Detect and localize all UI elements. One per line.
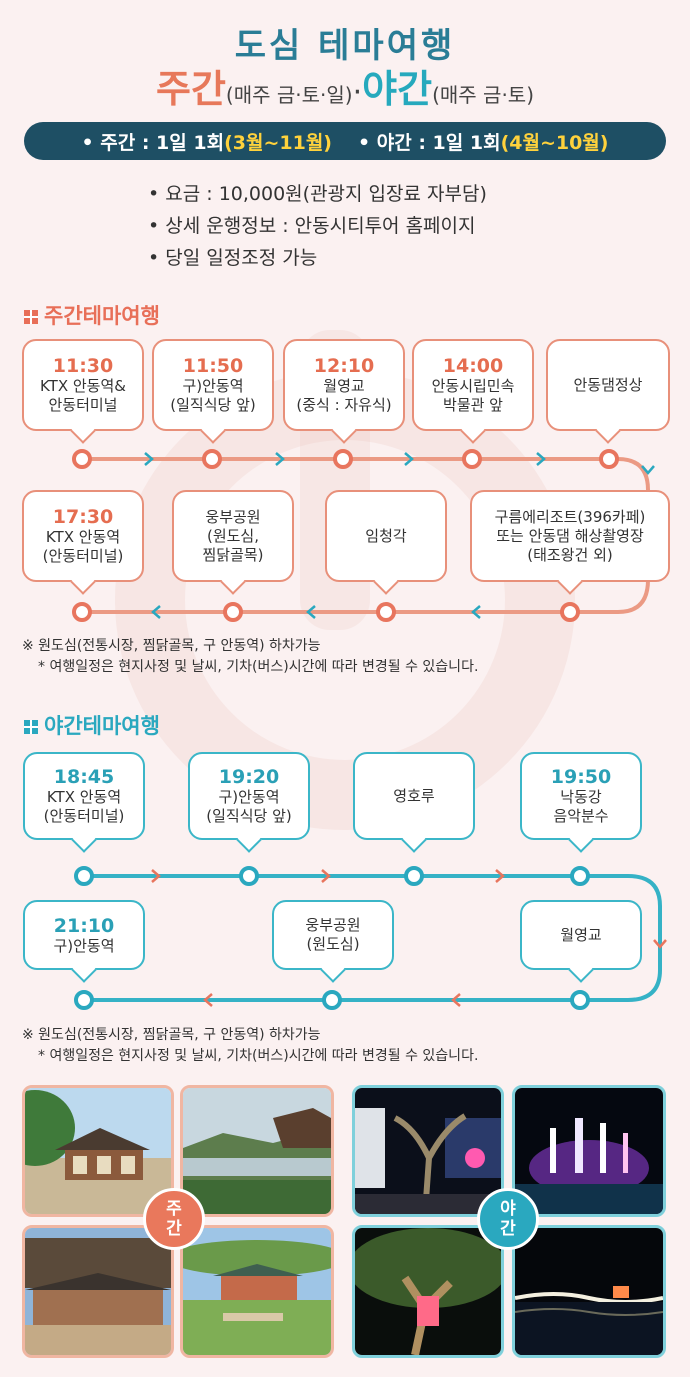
day-stop-dot [599,449,619,469]
day-stop-dot [560,602,580,622]
info-details: 상세 운행정보 : 안동시티투어 홈페이지 [148,210,487,242]
night-stop-dot [570,866,590,886]
night-stop-1: 18:45 KTX 안동역 (안동터미널) [23,752,145,840]
day-badge: 주간 [143,1188,205,1250]
info-adjust: 당일 일정조정 가능 [148,242,487,274]
day-stop-dot [223,602,243,622]
night-stop-2: 19:20 구)안동역 (일직식당 앞) [188,752,310,840]
day-arrow-6 [471,605,481,619]
day-stop-2: 11:50 구)안동역 (일직식당 앞) [152,339,274,431]
day-stop-dot [202,449,222,469]
day-stop-dot [72,449,92,469]
day-stop-dot [72,602,92,622]
night-badge: 야간 [477,1188,539,1250]
night-stop-dot [74,866,94,886]
night-tour-heading: 야간테마여행 [24,710,160,740]
night-note-1: ※ 원도심(전통시장, 찜닭골목, 구 안동역) 하차가능 [22,1027,321,1043]
day-stop-7: 임청각 [325,490,447,582]
day-photo-museum [22,1225,174,1358]
night-photo-tree [352,1085,504,1217]
night-stop-3: 영호루 [353,752,475,840]
day-arrow-1 [144,452,154,466]
night-schedule: (매주 금·토) [432,83,534,107]
day-arrow-2 [275,452,285,466]
day-photo-park [180,1225,334,1358]
night-stop-4: 19:50 낙동강 음악분수 [520,752,642,840]
night-arrow-4 [653,939,667,949]
day-arrow-7 [306,605,316,619]
day-stop-3: 12:10 월영교 (중식 : 자유식) [283,339,405,431]
night-route [74,866,667,1010]
day-stop-dot [333,449,353,469]
night-arrow-5 [451,993,461,1007]
day-stop-1: 11:30 KTX 안동역& 안동터미널 [22,339,144,431]
night-stop-dot [570,990,590,1010]
day-stop-5: 안동댐정상 [546,339,670,431]
day-word: 주간 [156,66,226,111]
night-photo-bridge [512,1225,666,1358]
night-note-2: * 여행일정은 현지사정 및 날씨, 기차(버스)시간에 따라 변경될 수 있습… [38,1048,479,1064]
day-stop-9: 17:30 KTX 안동역 (안동터미널) [22,490,144,582]
night-stop-7: 21:10 구)안동역 [23,900,145,970]
night-word: 야간 [362,66,433,111]
night-stop-6: 웅부공원 (원도심) [272,900,394,970]
day-stop-8: 웅부공원 (원도심, 찜닭골목) [172,490,294,582]
night-photo-fountain [512,1085,666,1217]
page-title: 도심 테마여행 [234,26,456,66]
schedule-banner: • 주간 : 1일 1회(3월~11월) • 야간 : 1일 1회(4월~10월… [24,122,666,160]
day-arrow-5 [641,465,655,475]
info-fee: 요금 : 10,000원(관광지 입장료 자부담) [148,178,487,210]
night-stop-dot [322,990,342,1010]
night-photo-lit-tree [352,1225,504,1358]
day-arrow-8 [151,605,161,619]
day-stop-4: 14:00 안동시립민속 박물관 앞 [412,339,534,431]
day-photo-river [180,1085,334,1217]
day-arrow-3 [404,452,414,466]
grid-icon [24,720,38,734]
day-note-2: * 여행일정은 현지사정 및 날씨, 기차(버스)시간에 따라 변경될 수 있습… [38,659,479,675]
banner-night: • 야간 : 1일 1회(4월~10월) [358,131,609,154]
day-stop-dot [462,449,482,469]
night-arrow-2 [321,869,331,883]
night-stop-5: 월영교 [520,900,642,970]
banner-day: • 주간 : 1일 1회(3월~11월) [81,131,332,154]
night-stop-dot [74,990,94,1010]
info-list: 요금 : 10,000원(관광지 입장료 자부담) 상세 운행정보 : 안동시티… [148,178,487,274]
page-subtitle: 주간(매주 금·토·일)·야간(매주 금·토) [0,58,690,113]
day-tour-heading: 주간테마여행 [24,300,160,330]
day-note-1: ※ 원도심(전통시장, 찜닭골목, 구 안동역) 하차가능 [22,638,321,654]
day-stop-6: 구름에리조트(396카페) 또는 안동댐 해상촬영장 (태조왕건 외) [470,490,670,582]
night-arrow-3 [495,869,505,883]
night-stop-dot [404,866,424,886]
night-arrow-1 [151,869,161,883]
day-arrow-4 [536,452,546,466]
night-arrow-6 [203,993,213,1007]
title-separator: · [352,75,363,110]
day-schedule: (매주 금·토·일) [225,83,353,107]
grid-icon [24,310,38,324]
night-stop-dot [239,866,259,886]
day-stop-dot [376,602,396,622]
